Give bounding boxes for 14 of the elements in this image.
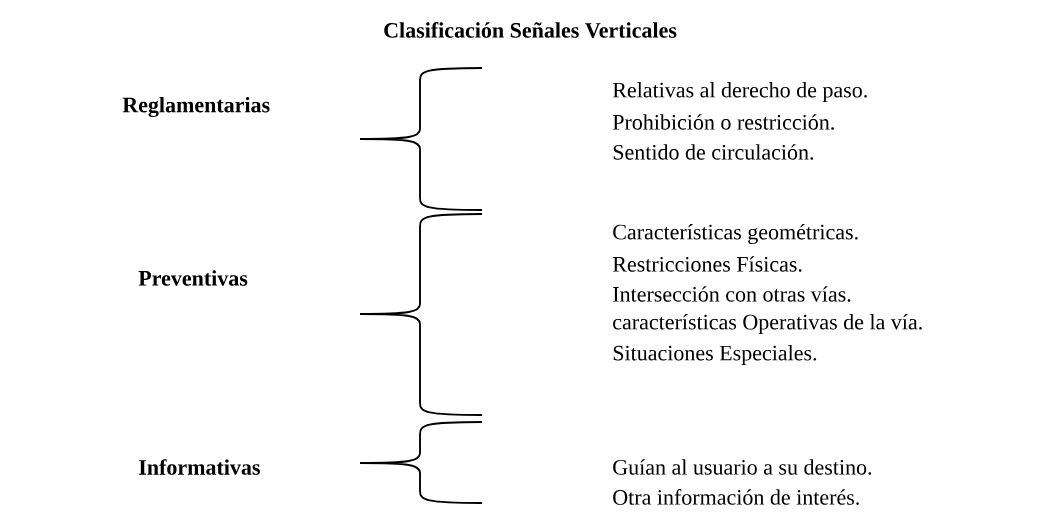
item-text: características Operativas de la vía.	[613, 314, 922, 334]
item-text: Guían al usuario a su destino.	[613, 459, 872, 475]
item-text: Características geométricas.	[613, 224, 858, 245]
title: Clasificación Señales Verticales	[384, 22, 677, 38]
item-text: Restricciones Físicas.	[612, 256, 802, 272]
category-label: Informativas	[139, 459, 260, 475]
item-text: Situaciones Especiales.	[613, 345, 817, 365]
item-text: Intersección con otras vías.	[613, 286, 851, 302]
item-text: Prohibición o restricción.	[612, 114, 834, 130]
item-text: Sentido de circulación.	[613, 144, 814, 160]
category-label: Reglamentarias	[122, 96, 270, 118]
category-label: Preventivas	[138, 270, 248, 286]
item-text: Otra información de interés.	[613, 489, 859, 505]
item-text: Relativas al derecho de paso.	[612, 82, 867, 102]
